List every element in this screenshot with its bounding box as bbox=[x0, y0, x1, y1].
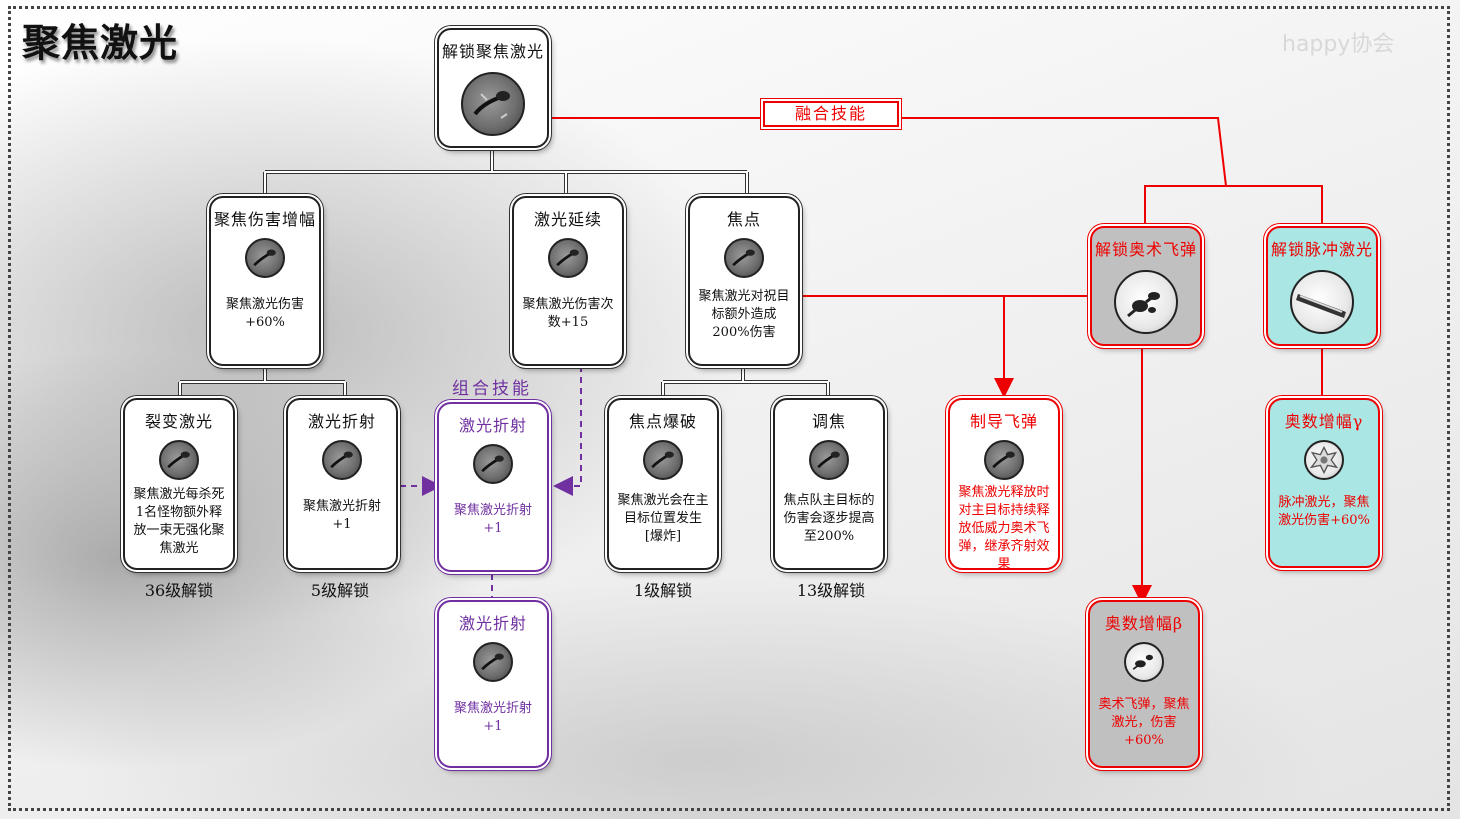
unlock-level-fission: 36级解锁 bbox=[144, 581, 214, 600]
node-focus-tune[interactable]: 调焦 焦点队主目标的伤害会逐步提高至200% bbox=[773, 398, 885, 570]
laser-orb-icon bbox=[984, 440, 1024, 480]
combo-skill-tag: 组合技能 bbox=[452, 379, 532, 399]
node-desc: 脉冲激光，聚焦激光伤害+60% bbox=[1278, 495, 1370, 528]
unlock-level-refraction: 5级解锁 bbox=[310, 581, 370, 600]
node-desc: 聚焦激光对祝目标额外造成200%伤害 bbox=[698, 289, 790, 340]
node-desc: 聚焦激光伤害次数+15 bbox=[522, 297, 614, 330]
node-laser-extend[interactable]: 激光延续 聚焦激光伤害次数+15 bbox=[512, 196, 624, 366]
unlock-level-tune: 13级解锁 bbox=[796, 581, 866, 600]
node-arcane-boost-gamma[interactable]: 奥数增幅γ 脉冲激光，聚焦激光伤害+60% bbox=[1268, 398, 1380, 568]
shield-burst-icon bbox=[1304, 440, 1344, 480]
node-combo-refraction-2[interactable]: 激光折射 聚焦激光折射+1 bbox=[437, 600, 549, 768]
node-name: 制导飞弹 bbox=[969, 412, 1038, 431]
laser-orb-icon bbox=[548, 238, 588, 278]
node-fission-laser[interactable]: 裂变激光 聚焦激光每杀死1名怪物额外释放一束无强化聚焦激光 bbox=[123, 398, 235, 570]
node-desc: 聚焦激光伤害+60% bbox=[225, 297, 304, 330]
node-arcane-boost-beta[interactable]: 奥数增幅β 奥术飞弹，聚焦激光，伤害+60% bbox=[1088, 600, 1200, 768]
node-unlock-arcane-missile[interactable]: 解锁奥术飞弹 bbox=[1090, 226, 1202, 346]
node-laser-refraction[interactable]: 激光折射 聚焦激光折射+1 bbox=[286, 398, 398, 570]
laser-orb-icon bbox=[473, 444, 513, 484]
node-name: 奥数增幅γ bbox=[1284, 412, 1364, 431]
arcane-missile-icon bbox=[1124, 642, 1164, 682]
node-name: 解锁聚焦激光 bbox=[441, 42, 544, 61]
unlock-level-burst: 1级解锁 bbox=[633, 581, 693, 600]
laser-orb-icon bbox=[724, 238, 764, 278]
node-name: 奥数增幅β bbox=[1104, 614, 1184, 633]
node-name: 裂变激光 bbox=[144, 412, 213, 431]
node-name: 激光折射 bbox=[458, 416, 527, 435]
node-name: 聚焦伤害增幅 bbox=[213, 210, 316, 229]
node-name: 激光折射 bbox=[307, 412, 376, 431]
fusion-skill-tag: 融合技能 bbox=[763, 101, 899, 127]
arcane-missile-icon bbox=[1114, 270, 1178, 334]
laser-orb-icon bbox=[322, 440, 362, 480]
laser-orb-icon bbox=[159, 440, 199, 480]
laser-orb-icon bbox=[473, 642, 513, 682]
node-desc: 聚焦激光折射+1 bbox=[453, 701, 532, 734]
node-desc: 焦点队主目标的伤害会逐步提高至200% bbox=[783, 493, 875, 544]
node-name: 焦点爆破 bbox=[628, 412, 697, 431]
laser-orb-icon bbox=[643, 440, 683, 480]
watermark: happy协会 bbox=[1282, 32, 1395, 57]
laser-orb-icon bbox=[245, 238, 285, 278]
node-name: 焦点 bbox=[726, 210, 761, 229]
laser-orb-icon bbox=[809, 440, 849, 480]
node-unlock-focus-laser[interactable]: 解锁聚焦激光 bbox=[437, 28, 549, 148]
node-desc: 聚焦激光会在主目标位置发生[爆炸] bbox=[617, 493, 709, 544]
node-desc: 聚焦激光折射+1 bbox=[302, 499, 381, 532]
node-name: 解锁奥术飞弹 bbox=[1094, 240, 1197, 259]
node-name: 激光折射 bbox=[458, 614, 527, 633]
pulse-laser-icon bbox=[1290, 270, 1354, 334]
laser-orb-icon bbox=[461, 72, 525, 136]
node-name: 解锁脉冲激光 bbox=[1270, 240, 1373, 259]
node-unlock-pulse-laser[interactable]: 解锁脉冲激光 bbox=[1266, 226, 1378, 346]
node-name: 调焦 bbox=[811, 412, 846, 431]
page-title: 聚焦激光 bbox=[22, 21, 179, 65]
node-desc: 聚焦激光折射+1 bbox=[453, 503, 532, 536]
node-guided-missile[interactable]: 制导飞弹 聚焦激光释放时对主目标持续释放低威力奥术飞弹，继承齐射效果 bbox=[948, 398, 1060, 572]
node-focus-point[interactable]: 焦点 聚焦激光对祝目标额外造成200%伤害 bbox=[688, 196, 800, 366]
node-focus-burst[interactable]: 焦点爆破 聚焦激光会在主目标位置发生[爆炸] bbox=[607, 398, 719, 570]
node-desc: 奥术飞弹，聚焦激光，伤害+60% bbox=[1098, 697, 1190, 748]
node-focus-damage[interactable]: 聚焦伤害增幅 聚焦激光伤害+60% bbox=[209, 196, 321, 366]
node-desc: 聚焦激光释放时对主目标持续释放低威力奥术飞弹，继承齐射效果 bbox=[958, 485, 1050, 572]
node-desc: 聚焦激光每杀死1名怪物额外释放一束无强化聚焦激光 bbox=[133, 487, 225, 556]
node-combo-refraction-1[interactable]: 激光折射 聚焦激光折射+1 bbox=[437, 402, 549, 572]
node-name: 激光延续 bbox=[533, 210, 602, 229]
